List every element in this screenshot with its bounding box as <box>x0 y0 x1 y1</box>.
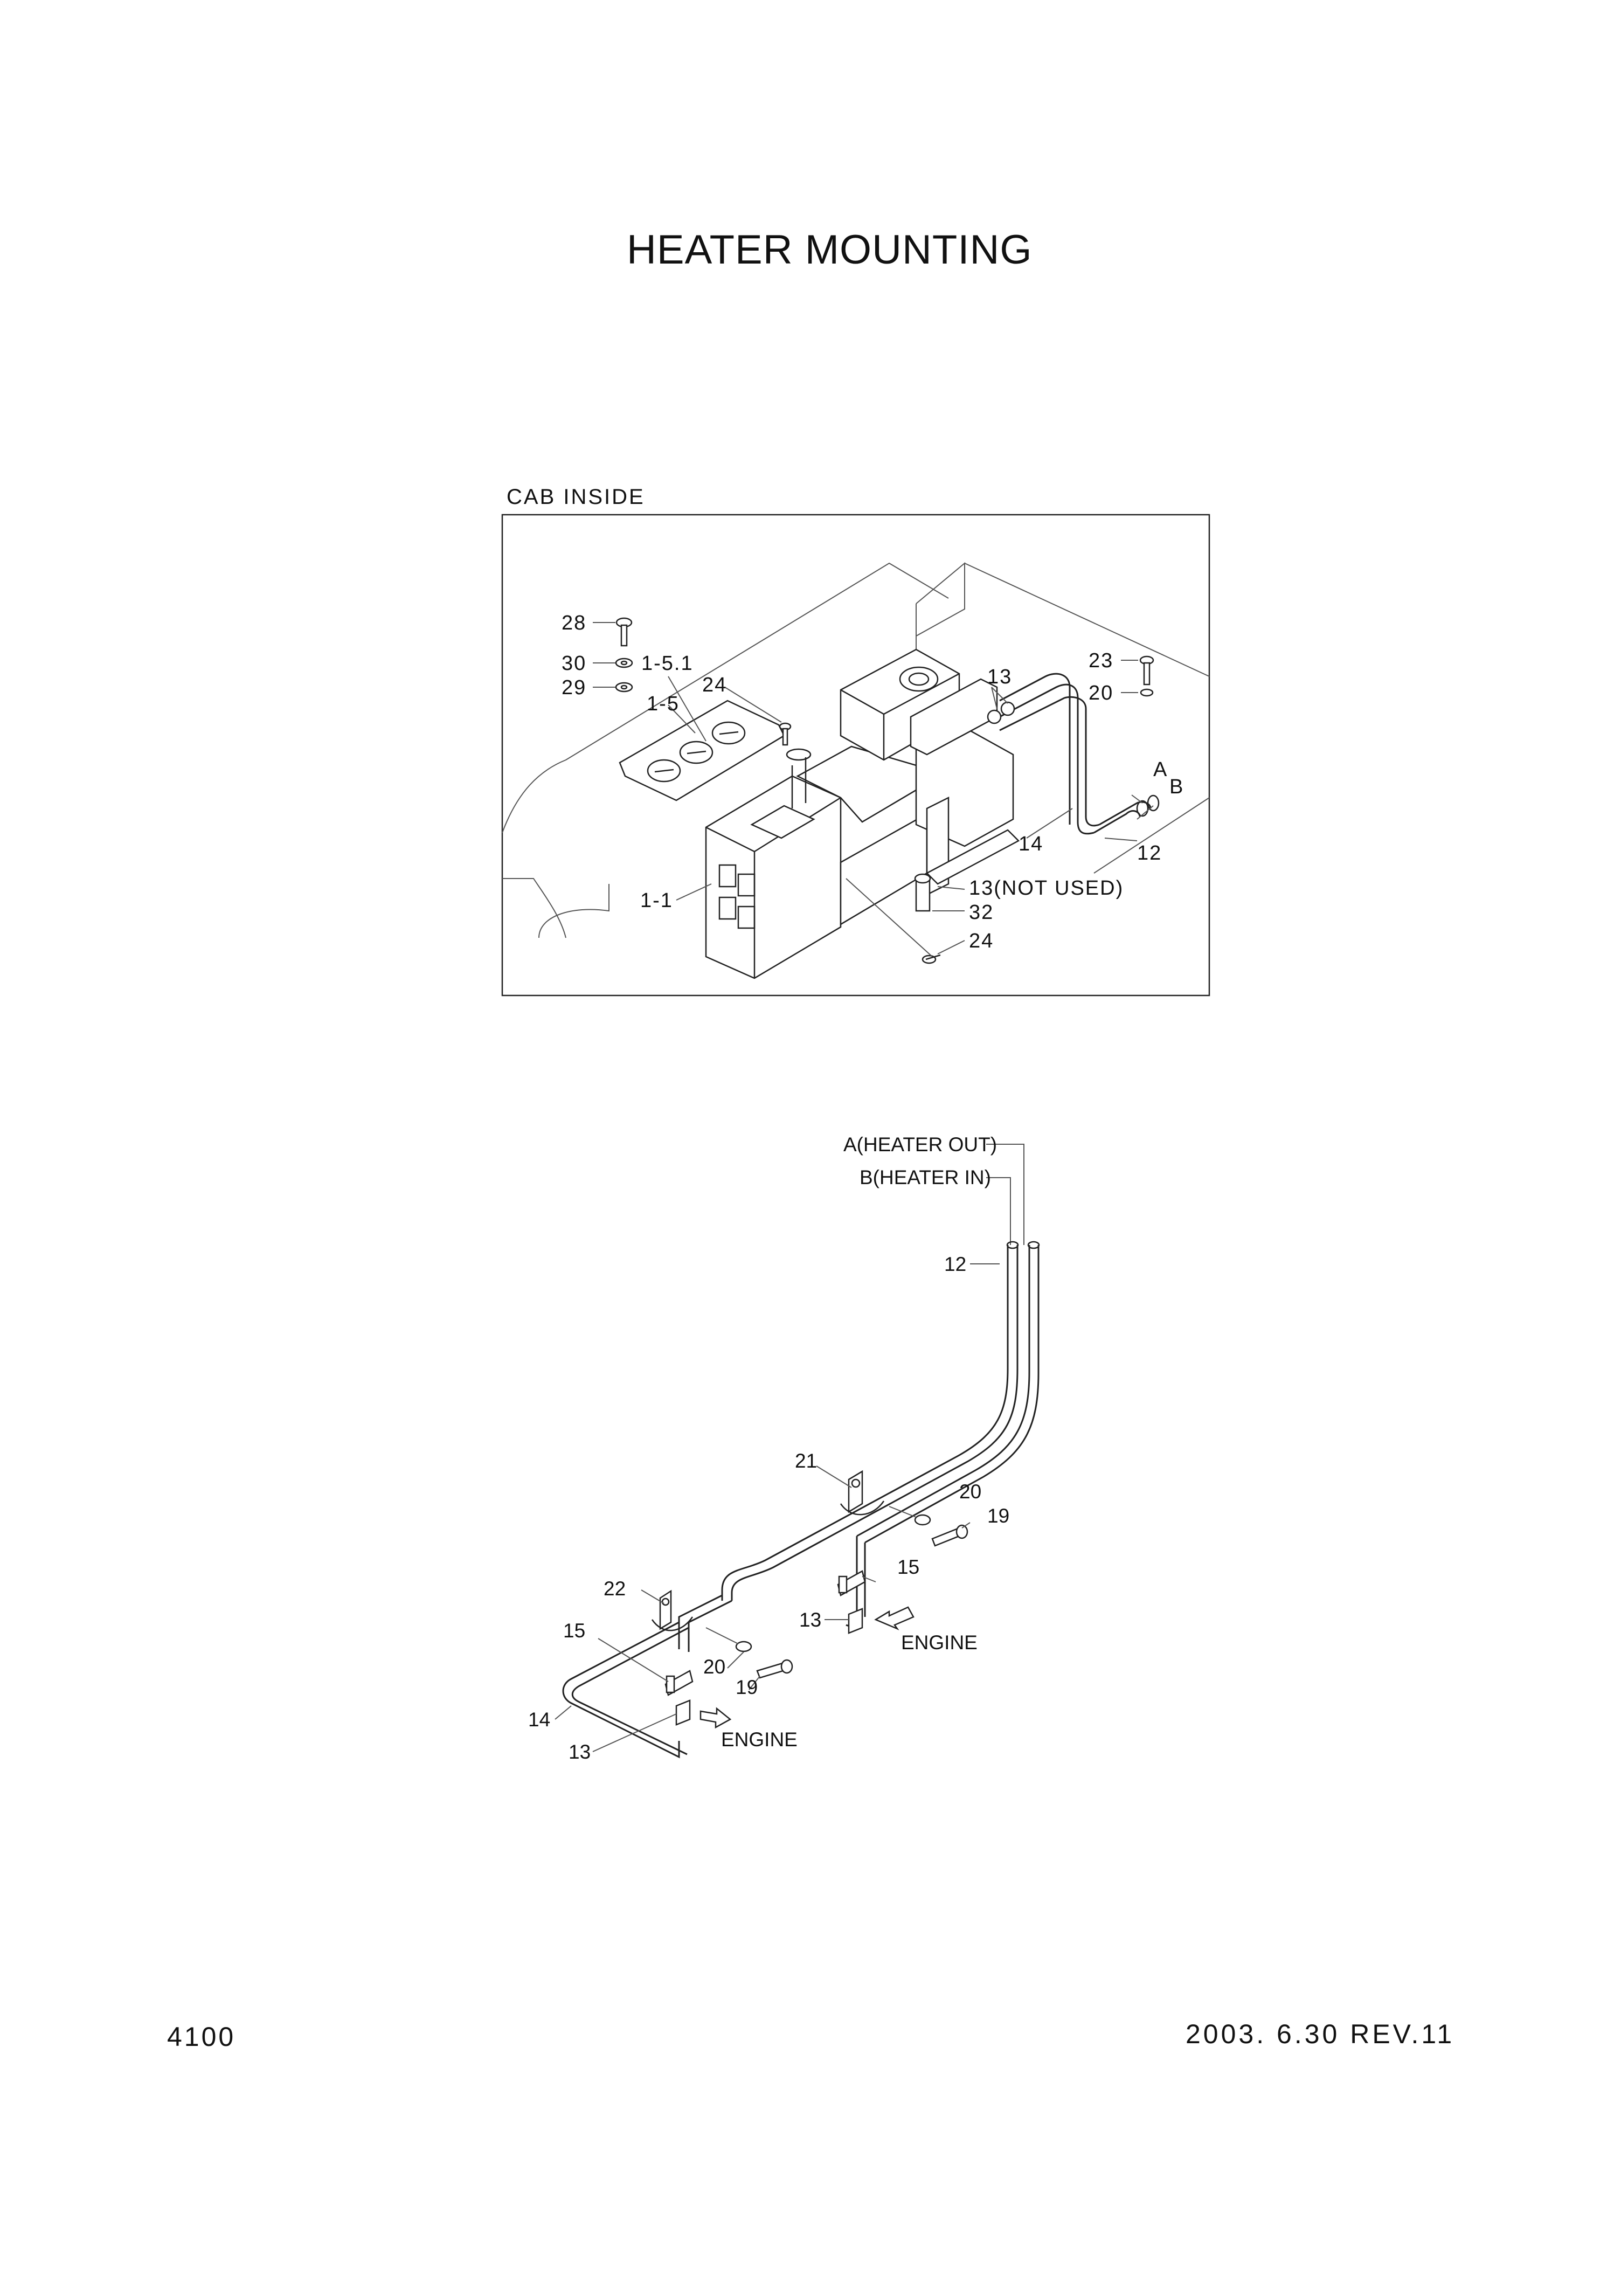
heater-grille <box>737 905 756 929</box>
drain-fitting-32 <box>915 877 931 912</box>
hose-end-a <box>1136 800 1149 817</box>
valve-15-right <box>837 1570 866 1634</box>
screw-24-top <box>779 722 792 746</box>
heater-pipe-12 <box>562 1241 1040 1759</box>
callout-13-right: 13 <box>799 1609 821 1631</box>
callout-a: A <box>1153 758 1168 781</box>
callout-engine-left: ENGINE <box>721 1728 798 1751</box>
control-knob <box>647 759 681 783</box>
callout-1-5-1: 1-5.1 <box>641 652 694 675</box>
washer-20-b <box>735 1641 752 1652</box>
callout-13-top: 13 <box>987 666 1012 688</box>
clamp-22 <box>651 1589 694 1631</box>
page-number: 4100 <box>167 2022 236 2052</box>
heater-grille <box>718 896 737 920</box>
valve-15-left <box>664 1670 694 1726</box>
cab-leader-lines <box>593 622 1154 957</box>
callout-14-top: 14 <box>1019 833 1043 855</box>
callout-20-right: 20 <box>959 1481 981 1503</box>
washer-20 <box>1140 688 1154 697</box>
bolt-23 <box>1139 655 1154 686</box>
blower-fan <box>899 666 939 692</box>
cab-panel-outline <box>502 562 1210 938</box>
callout-engine-right: ENGINE <box>901 1631 978 1654</box>
hose-clamp-13 <box>987 709 1002 724</box>
section-label: CAB INSIDE <box>507 485 645 509</box>
callout-28: 28 <box>562 612 586 634</box>
bolt-19-a <box>931 1524 968 1547</box>
cab-callouts: 28 30 29 1-5.1 1-5 24 13 23 20 A B 14 12… <box>562 612 1184 952</box>
callout-13-left: 13 <box>569 1741 591 1763</box>
heater-grille <box>718 864 737 888</box>
callout-b: B <box>1169 776 1184 798</box>
screw-28 <box>615 617 633 647</box>
washer-29 <box>615 682 633 693</box>
callout-24-bottom: 24 <box>969 930 994 952</box>
callout-32: 32 <box>969 901 994 924</box>
cab-inside-detail: 28 30 29 1-5.1 1-5 24 13 23 20 A B 14 12… <box>501 514 1210 997</box>
callout-heater-out: A(HEATER OUT) <box>843 1133 997 1156</box>
control-knob <box>711 721 746 745</box>
callout-21: 21 <box>795 1450 817 1472</box>
callout-12: 12 <box>944 1253 966 1275</box>
callout-14: 14 <box>528 1709 550 1731</box>
callout-15-left: 15 <box>563 1620 585 1642</box>
callout-30: 30 <box>562 652 586 675</box>
heater-hoses <box>987 673 1160 835</box>
callout-15-right: 15 <box>897 1556 919 1578</box>
callout-20-top: 20 <box>1089 682 1113 704</box>
bolt-19-b <box>756 1659 793 1679</box>
hose-end-b <box>1147 794 1160 812</box>
hose-clamp-13 <box>1000 701 1015 716</box>
callout-22: 22 <box>604 1578 626 1600</box>
piping-detail: A(HEATER OUT) B(HEATER IN) 12 21 20 19 1… <box>528 1133 1040 1763</box>
callout-1-1: 1-1 <box>640 889 673 912</box>
pipe-leader-lines <box>555 1465 971 1752</box>
callout-13-not-used: 13(NOT USED) <box>969 877 1124 900</box>
washer-30 <box>615 658 633 668</box>
heater-unit <box>705 648 1020 979</box>
clamp-21 <box>840 1470 885 1516</box>
washer-20-a <box>914 1514 931 1526</box>
callout-20-left: 20 <box>703 1656 725 1678</box>
control-knob <box>679 741 713 764</box>
pipe-callouts: A(HEATER OUT) B(HEATER IN) 12 21 20 19 1… <box>528 1133 1009 1763</box>
control-panel <box>619 700 785 801</box>
callout-19-left: 19 <box>736 1676 758 1698</box>
callout-24-top: 24 <box>702 674 727 696</box>
heater-grille <box>737 873 756 897</box>
callout-29: 29 <box>562 676 586 699</box>
pipe-end-b <box>1027 1241 1040 1249</box>
callout-23: 23 <box>1089 649 1113 672</box>
callout-19-right: 19 <box>987 1505 1009 1527</box>
pipe-end-a <box>1006 1241 1019 1249</box>
callout-heater-in: B(HEATER IN) <box>860 1166 991 1188</box>
engine-arrow-right <box>874 1606 915 1630</box>
revision-date: 2003. 6.30 REV.11 <box>1186 2019 1455 2049</box>
callout-1-5: 1-5 <box>647 693 680 715</box>
detail-frame <box>501 514 1210 997</box>
page-title: HEATER MOUNTING <box>627 227 1033 273</box>
engine-arrow-left <box>699 1707 732 1729</box>
callout-12-top: 12 <box>1137 842 1162 865</box>
